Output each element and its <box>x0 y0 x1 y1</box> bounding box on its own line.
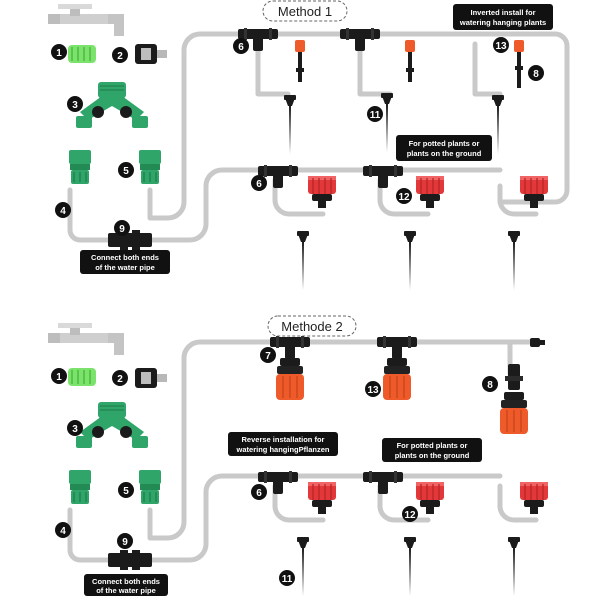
method2-red-dripper-1 <box>307 481 337 515</box>
svg-text:plants on the ground: plants on the ground <box>395 451 470 460</box>
method2-pipes <box>67 339 543 563</box>
method1-stake-2 <box>381 93 393 152</box>
method2-section: Methode 2 <box>48 315 549 596</box>
faucet-icon <box>48 4 124 36</box>
method1-small-dripper-1 <box>295 40 305 82</box>
svg-text:12: 12 <box>398 192 410 203</box>
part9-coupler-2 <box>108 550 152 570</box>
method1-pipes <box>67 31 570 243</box>
svg-text:Reverse installation for: Reverse installation for <box>242 435 325 444</box>
method2-orange-head-2 <box>382 357 412 401</box>
part2-adapter-2 <box>135 368 167 388</box>
method2-red-dripper-2 <box>415 481 445 515</box>
svg-text:Inverted install for: Inverted install for <box>470 8 535 17</box>
part4-connector-left-2 <box>68 469 92 505</box>
svg-text:of the water pipe: of the water pipe <box>96 586 156 595</box>
method2-stake-2 <box>404 537 416 596</box>
method1-small-dripper-2 <box>405 40 415 82</box>
svg-text:7: 7 <box>265 351 271 362</box>
method2-tee-bottom-mid <box>363 471 403 494</box>
svg-text:2: 2 <box>117 374 123 385</box>
method2-part8-riser <box>505 364 523 390</box>
svg-text:1: 1 <box>56 372 62 383</box>
svg-text:of the water pipe: of the water pipe <box>95 263 155 272</box>
method2-tee-left <box>270 336 310 359</box>
method2-title: Methode 2 <box>281 319 342 334</box>
method2-orange-head-reverse <box>275 357 305 401</box>
svg-text:5: 5 <box>123 166 129 177</box>
part3-y-splitter <box>75 81 149 129</box>
method2-badges: 1 2 3 4 5 6 7 8 9 11 12 13 <box>51 347 498 586</box>
svg-text:3: 3 <box>72 100 78 111</box>
method2-stake-1 <box>297 537 309 596</box>
svg-text:11: 11 <box>282 574 293 585</box>
method1-tee-top-mid <box>340 28 380 51</box>
method1-stake-4 <box>297 231 309 290</box>
method2-end-cap <box>530 338 545 347</box>
svg-text:11: 11 <box>370 110 381 121</box>
svg-text:For potted plants or: For potted plants or <box>409 139 480 148</box>
method1-stake-1 <box>284 95 296 154</box>
method1-badges: 1 2 3 4 5 6 6 8 9 11 12 13 <box>51 37 544 236</box>
part5-connector-right <box>138 149 162 185</box>
svg-text:9: 9 <box>122 537 128 548</box>
svg-text:Connect both ends: Connect both ends <box>92 577 160 586</box>
method1-tee-bottom-mid <box>363 165 403 188</box>
part1-washer-2 <box>68 368 96 386</box>
svg-text:3: 3 <box>72 424 78 435</box>
method1-callout-potted: For potted plants or plants on the groun… <box>396 135 492 161</box>
part5-connector-right-2 <box>138 469 162 505</box>
svg-text:Connect both ends: Connect both ends <box>91 253 159 262</box>
svg-text:2: 2 <box>117 51 123 62</box>
svg-text:9: 9 <box>119 224 125 235</box>
faucet-icon-2 <box>48 323 124 355</box>
svg-text:watering hanging plants: watering hanging plants <box>459 18 546 27</box>
svg-text:6: 6 <box>238 42 244 53</box>
method1-title-frame <box>262 0 348 22</box>
part9-coupler <box>108 230 152 250</box>
svg-text:4: 4 <box>60 206 66 217</box>
svg-text:8: 8 <box>487 380 493 391</box>
method2-tee-mid <box>377 336 417 359</box>
part4-connector-left <box>68 149 92 185</box>
method1-red-dripper-1 <box>307 175 337 209</box>
svg-text:6: 6 <box>256 179 262 190</box>
svg-text:4: 4 <box>60 526 66 537</box>
svg-text:plants on the ground: plants on the ground <box>407 149 482 158</box>
svg-text:watering hangingPflanzen: watering hangingPflanzen <box>236 445 330 454</box>
method1-inverted-dripper <box>514 40 524 88</box>
method2-title-frame <box>267 315 357 337</box>
method2-callout-connect: Connect both ends of the water pipe <box>84 574 168 596</box>
svg-text:13: 13 <box>495 41 507 52</box>
part1-washer <box>68 45 96 63</box>
method1-red-dripper-2 <box>415 175 445 209</box>
method2-stake-3 <box>508 537 520 596</box>
method1-callout-connect: Connect both ends of the water pipe <box>80 250 170 274</box>
part2-adapter <box>135 44 167 64</box>
part3-y-splitter-2 <box>75 401 149 449</box>
svg-text:12: 12 <box>404 510 416 521</box>
method1-stake-3 <box>492 95 504 154</box>
method2-red-dripper-3 <box>519 481 549 515</box>
svg-text:13: 13 <box>367 385 379 396</box>
method1-section: Method 1 <box>48 0 570 290</box>
method2-callout-reverse: Reverse installation for watering hangin… <box>228 432 338 456</box>
svg-text:8: 8 <box>533 69 539 80</box>
svg-text:For potted plants or: For potted plants or <box>397 441 468 450</box>
method1-stake-6 <box>508 231 520 290</box>
svg-text:1: 1 <box>56 48 62 59</box>
method2-orange-head-3 <box>499 391 529 435</box>
method1-callout-inverted: Inverted install for watering hanging pl… <box>453 4 553 30</box>
method1-stake-5 <box>404 231 416 290</box>
svg-text:5: 5 <box>123 486 129 497</box>
svg-text:6: 6 <box>256 488 262 499</box>
method2-callout-potted: For potted plants or plants on the groun… <box>382 438 482 462</box>
method1-title: Method 1 <box>278 4 332 19</box>
